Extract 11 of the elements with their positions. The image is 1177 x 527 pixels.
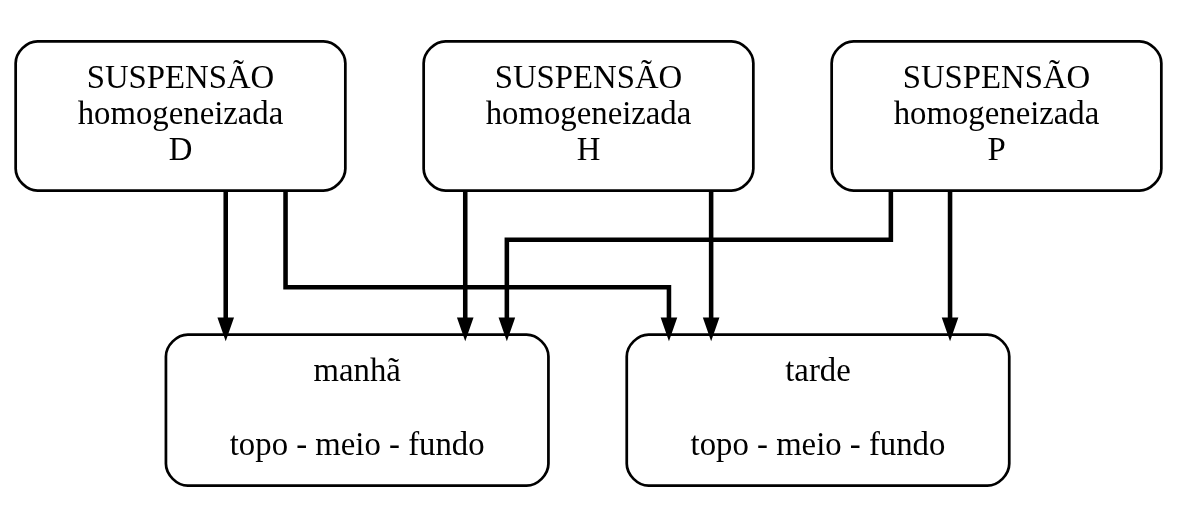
arrow (941, 190, 959, 342)
node-box: SUSPENSÃO homogeneizada D (14, 39, 347, 192)
node-box: tarde topo - meio - fundo (625, 333, 1011, 488)
arrow (217, 190, 235, 342)
arrow (456, 190, 474, 342)
node-box: SUSPENSÃO homogeneizada H (422, 39, 755, 192)
arrow (283, 191, 678, 342)
arrow (498, 190, 894, 342)
arrow (702, 190, 720, 342)
node-box: manhã topo - meio - fundo (164, 333, 550, 488)
node-box: SUSPENSÃO homogeneizada P (830, 39, 1163, 192)
